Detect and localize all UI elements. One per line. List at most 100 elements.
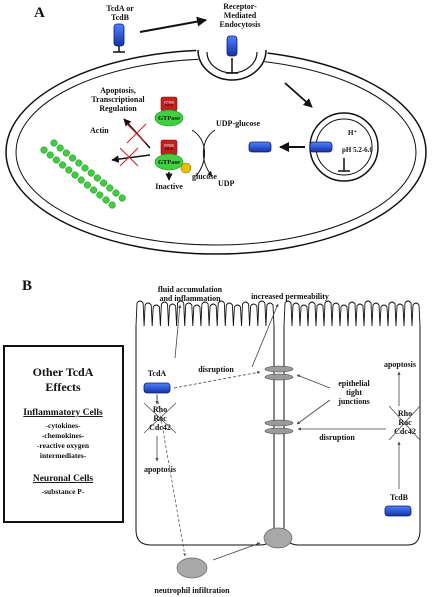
actin-monomer [106,184,114,192]
box-title-1: Other TcdA [33,365,94,379]
gtpase-inactive-icon [154,139,192,174]
actin-monomer [81,164,89,172]
tight-junction-upper [264,365,294,381]
arrow-tj-upper [296,374,331,389]
toxin-endosome-icon [309,141,333,153]
box-inflam-item-1: -chemokines- [42,431,85,440]
endocytosis-label-2: Mediated [224,11,257,20]
box-neuro-item-0: -substance P- [42,487,85,496]
arrow-to-endocytosis [139,16,207,33]
actin-monomer [96,191,104,199]
rho-left: Rho [153,405,167,414]
apoptosis-left-label: apoptosis [144,465,176,474]
inactive-label: Inactive [155,182,183,191]
udp-label: UDP [218,179,235,188]
actin-label: Actin [90,126,109,135]
inhibit-right-b [388,405,421,441]
neutrophil-junction-icon [263,527,293,549]
actin-monomer [65,166,73,174]
actin-monomer [108,201,116,209]
tight-label-3: junctions [337,397,370,406]
actin-filaments [40,139,126,209]
inhibit-x-2b [119,147,139,167]
endosome-proton: H⁺ [348,129,357,137]
panel-a-label: A [34,5,45,21]
fluid-label-1: fluid accumulation [158,285,223,294]
gtpase-active-rho: Rho [165,103,174,108]
gtpase-inactive-label: GTPase [158,159,180,166]
tcdb-label: TcdB [390,493,409,502]
endocytosis-label-3: Endocytosis [220,20,261,29]
apoptosis-right-label: apoptosis [384,360,416,369]
tcdb-icon [384,505,412,517]
panel-b-label: B [22,278,32,294]
actin-monomer [87,169,95,177]
actin-monomer [52,156,60,164]
actin-monomer [90,186,98,194]
arrow-tj-lower [296,399,331,425]
apoptosis-label-3: Regulation [99,104,137,113]
tcda-label: TcdA [148,369,167,378]
permeability-label: increased permeability [251,292,329,301]
actin-monomer [93,174,101,182]
rho-right: Rho [398,409,412,418]
box-title-2: Effects [45,380,81,394]
inhibit-left-b [143,402,177,434]
arrow-to-endosome [284,82,313,108]
tight-label-2: tight [346,388,362,397]
gtpase-active-icon [154,96,184,127]
gtpase-curve [191,129,205,177]
actin-monomer [83,181,91,189]
toxin-label-1: TcdA or [106,4,134,13]
actin-monomer [40,146,48,154]
box-neuro-heading: Neuronal Cells [33,474,94,484]
actin-monomer [69,154,77,162]
actin-monomer [62,149,70,157]
glucose-label: glucose [192,172,217,181]
apoptosis-label-2: Transcriptional [91,95,145,104]
fluid-label-2: and inflammation [159,294,221,303]
endosome-ph: pH 5.2-6.0 [342,146,373,154]
toxin-label-2: TcdB [111,13,130,22]
neutrophil-outside-icon [176,557,208,579]
tight-label-1: epithelial [338,379,370,388]
box-inflam-item-3: intermediates- [40,451,87,460]
disruption-bottom-label: disruption [319,433,355,442]
gtpase-active-label: GTPase [158,115,180,122]
arrow-tcda-disruption [173,370,261,389]
actin-monomer [56,144,64,152]
actin-monomer [50,139,58,147]
actin-monomer [71,171,79,179]
toxin-in-pit-icon [226,35,238,57]
gtpase-inactive-rho: Rho [165,147,174,152]
actin-monomer [75,159,83,167]
disruption-top-label: disruption [198,365,234,374]
cdc42-right: Cdc42 [394,427,416,436]
epithelial-cell-left [135,326,275,546]
arrow-permeability [251,303,279,368]
actin-monomer [46,151,54,159]
microvilli-row [283,300,421,327]
microvilli-row [135,300,275,327]
inhibit-x-1b [126,123,147,144]
arrow-neutrophil-recruit [156,395,186,557]
actin-monomer [77,176,85,184]
actin-monomer [112,189,120,197]
actin-monomer [118,194,126,202]
actin-monomer [59,161,67,169]
box-inflam-heading: Inflammatory Cells [23,408,103,418]
neutrophil-label: neutrophil infiltration [154,586,230,595]
udp-glucose-curve [202,129,216,177]
endocytosis-label-1: Receptor- [223,2,257,11]
endocytic-pit-outer [197,49,267,81]
apoptosis-label-1: Apoptosis, [100,86,136,95]
other-effects-box [3,345,124,523]
actin-monomer [102,196,110,204]
cdc42-left: Cdc42 [149,423,171,432]
arrow-fluid [174,304,182,359]
microvilli [135,300,421,327]
toxin-outside-icon [113,23,125,47]
udp-glucose-label: UDP-glucose [216,119,260,128]
